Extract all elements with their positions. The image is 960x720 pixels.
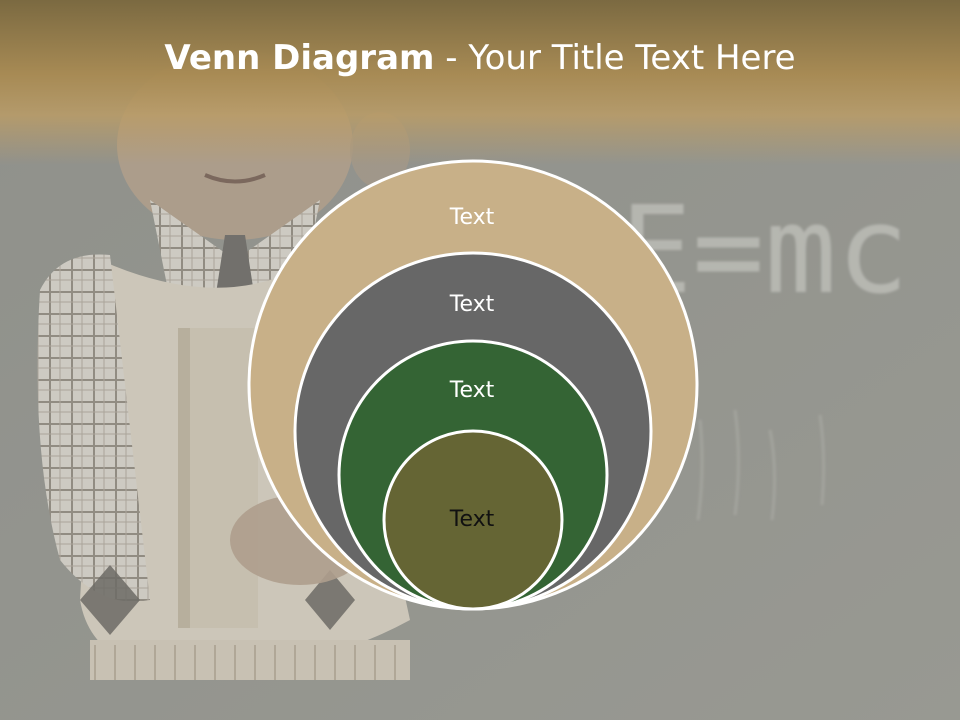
- circle-inner-label: Text: [449, 507, 495, 532]
- circle-second-label: Text: [449, 292, 495, 317]
- circle-third-label: Text: [449, 378, 495, 403]
- slide-title: Venn Diagram - Your Title Text Here: [0, 38, 960, 78]
- circle-outer-label: Text: [449, 205, 495, 230]
- slide-title-rest: - Your Title Text Here: [434, 38, 796, 78]
- slide-title-bold: Venn Diagram: [164, 38, 435, 78]
- circle-inner: [382, 429, 564, 611]
- title-band: [0, 0, 960, 165]
